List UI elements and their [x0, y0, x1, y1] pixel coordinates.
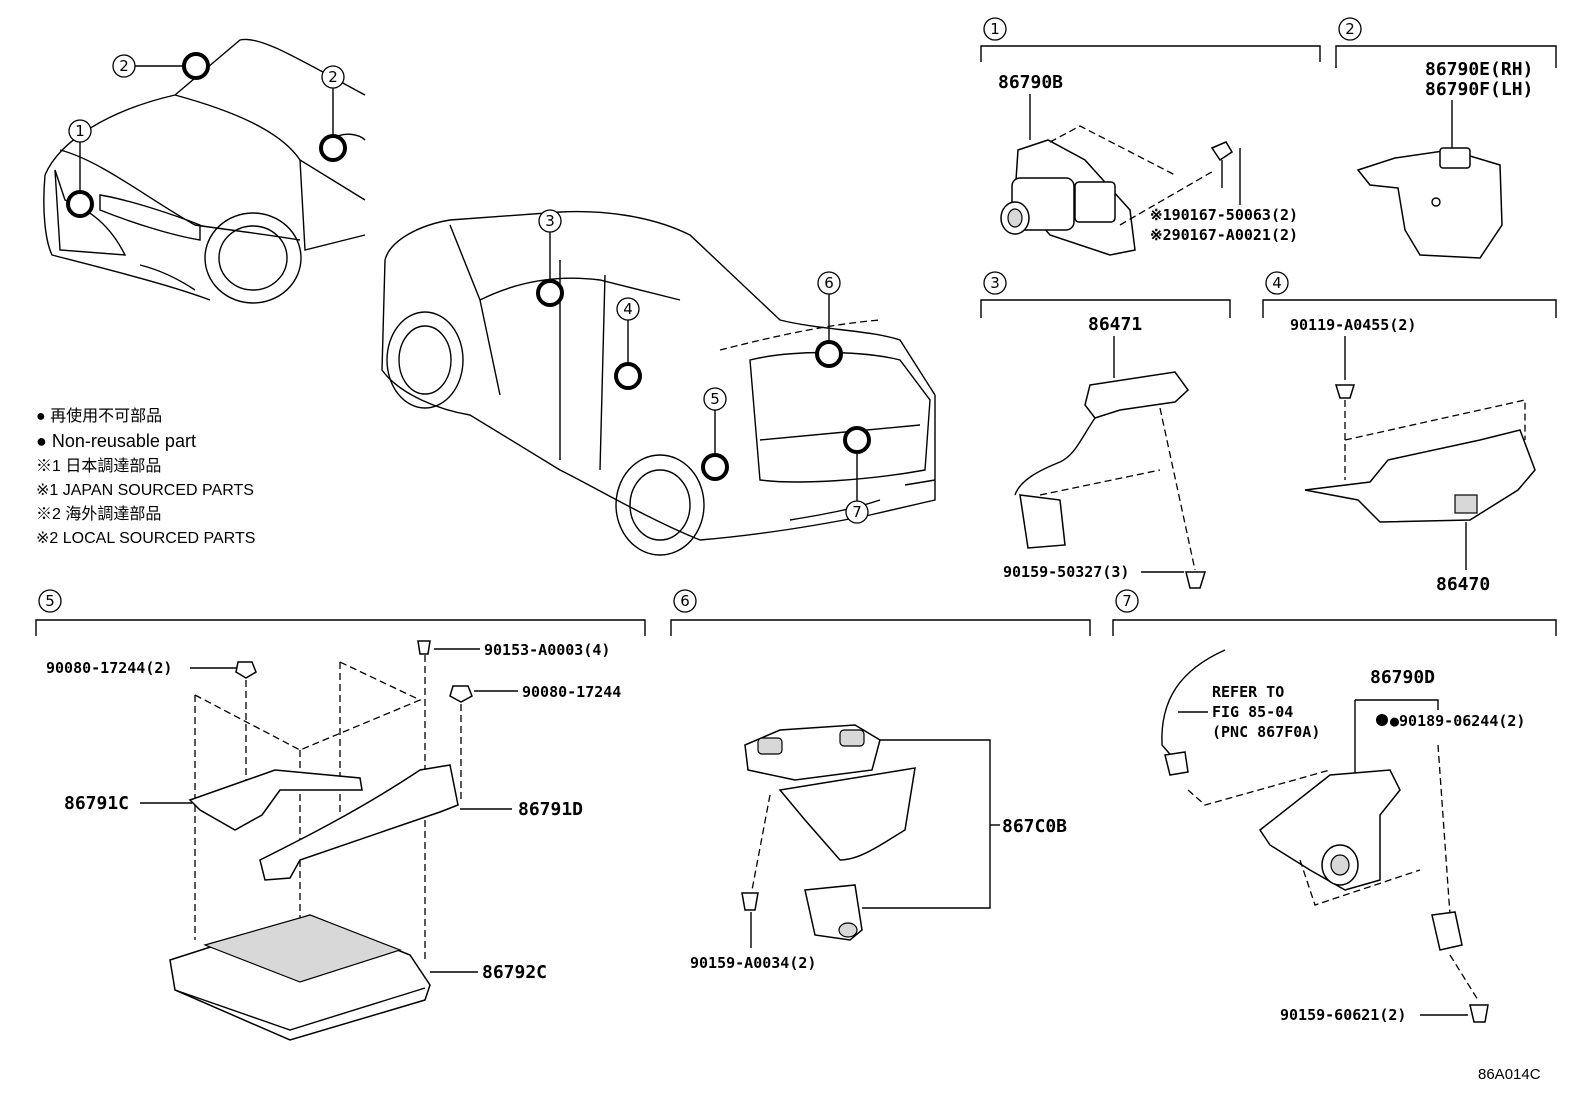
callout-6: 6 [824, 274, 834, 292]
location-callouts: 2 2 1 3 4 6 5 7 [68, 54, 869, 524]
legend-note2-en: ※2 LOCAL SOURCED PARTS [36, 530, 255, 547]
panel-2-number: 2 [1345, 20, 1355, 38]
marker-3 [536, 279, 564, 307]
legend-note2-jp: ※2 海外調達部品 [36, 505, 161, 523]
ecu-86470 [1304, 429, 1536, 523]
clip-icon [1431, 911, 1463, 951]
panel-5-ecu: 86792C [482, 962, 547, 983]
panel-5-bolt: 90153-A0003(4) [484, 641, 610, 659]
panel-6: 6 867C0B 90159-A0034(2) [670, 589, 1091, 972]
marker-2-left [182, 52, 210, 80]
legend-non-reusable-jp: ● 再使用不可部品 [36, 407, 162, 425]
screw-icon [1469, 1004, 1489, 1023]
marker-2-right [319, 134, 347, 162]
panel-7-refer-3: (PNC 867F0A) [1212, 723, 1320, 741]
marker-6 [815, 340, 843, 368]
panel-4-part-label: 86470 [1436, 574, 1490, 595]
screw-icon [1210, 141, 1234, 162]
panel-2-part-lh: 86790F(LH) [1425, 79, 1533, 100]
bracket-86791C [188, 769, 363, 831]
panel-4: 4 90119-A0455(2) 86470 [1262, 271, 1557, 595]
camera-86790E [1356, 149, 1503, 259]
callout-2-right: 2 [328, 68, 338, 86]
panel-7-part-label: 86790D [1370, 667, 1435, 688]
marker-5 [701, 453, 729, 481]
panel-1-screw-2: ※290167-A0021(2) [1150, 226, 1298, 244]
panel-2-part-rh: 86790E(RH) [1425, 59, 1533, 80]
legend-note1-en: ※1 JAPAN SOURCED PARTS [36, 482, 254, 499]
diagram-code: 86A014C [1478, 1066, 1541, 1083]
screw-icon [741, 892, 759, 911]
camera-86790D [1258, 769, 1401, 891]
panel-4-number: 4 [1272, 274, 1282, 292]
non-reusable-dot [1376, 714, 1388, 726]
panel-7-refer-1: REFER TO [1212, 683, 1284, 701]
nut-icon [235, 661, 257, 679]
panel-7: 7 REFER TO FIG 85-04 (PNC 867F0A) 86790D… [1112, 589, 1557, 1024]
panel-5-nut-1: 90080-17244(2) [46, 659, 172, 677]
marker-4 [614, 362, 642, 390]
bracket-86791D [259, 764, 459, 881]
panel-1-number: 1 [990, 20, 1000, 38]
bolt-icon [1334, 384, 1356, 399]
panel-6-part-label: 867C0B [1002, 816, 1067, 837]
panel-5: 5 90080-17244(2) 90153-A0003(4) 90080-17… [35, 589, 646, 1041]
panel-2: 2 86790E(RH) 86790F(LH) [1335, 17, 1557, 259]
panel-5-bracket-right: 86791D [518, 799, 583, 820]
callout-7: 7 [852, 503, 862, 521]
legend: ● 再使用不可部品 ● Non-reusable part ※1 日本調達部品 … [36, 407, 255, 547]
panel-5-number: 5 [45, 592, 55, 610]
marker-1 [66, 190, 94, 218]
callout-4: 4 [623, 300, 633, 318]
panel-7-screw: 90159-60621(2) [1280, 1006, 1406, 1024]
front-vehicle-illustration [43, 38, 366, 304]
callout-1: 1 [75, 122, 85, 140]
panel-6-screw: 90159-A0034(2) [690, 954, 816, 972]
marker-7 [843, 426, 871, 454]
panel-1: 1 86790B ※190167-50063(2) ※290167-A0021(… [980, 17, 1321, 256]
panel-7-number: 7 [1122, 592, 1132, 610]
panel-3-part-label: 86471 [1088, 314, 1142, 335]
callout-2-left: 2 [119, 57, 129, 75]
panel-5-bracket-left: 86791C [64, 793, 129, 814]
legend-note1-jp: ※1 日本調達部品 [36, 457, 161, 475]
connector-icon [1164, 751, 1189, 776]
sensor-86471 [1084, 371, 1189, 419]
callout-5: 5 [710, 390, 720, 408]
panel-3: 3 86471 90159-50327(3) [980, 271, 1231, 589]
legend-non-reusable-en: ● Non-reusable part [36, 431, 196, 451]
nut-icon [449, 685, 473, 703]
panel-4-bolt-label: 90119-A0455(2) [1290, 316, 1416, 334]
panel-3-number: 3 [990, 274, 1000, 292]
panel-3-screw: 90159-50327(3) [1003, 563, 1129, 581]
callout-3: 3 [545, 212, 555, 230]
panel-5-nut-2: 90080-17244 [522, 683, 621, 701]
panel-1-part-label: 86790B [998, 72, 1063, 93]
bolt-icon [417, 640, 431, 655]
connector-icon [1019, 494, 1066, 549]
panel-7-clip: ●90189-06244(2) [1390, 712, 1525, 730]
panel-6-number: 6 [680, 592, 690, 610]
panel-1-screw-1: ※190167-50063(2) [1150, 206, 1298, 224]
panel-7-refer-2: FIG 85-04 [1212, 703, 1293, 721]
screw-icon [1185, 571, 1207, 589]
